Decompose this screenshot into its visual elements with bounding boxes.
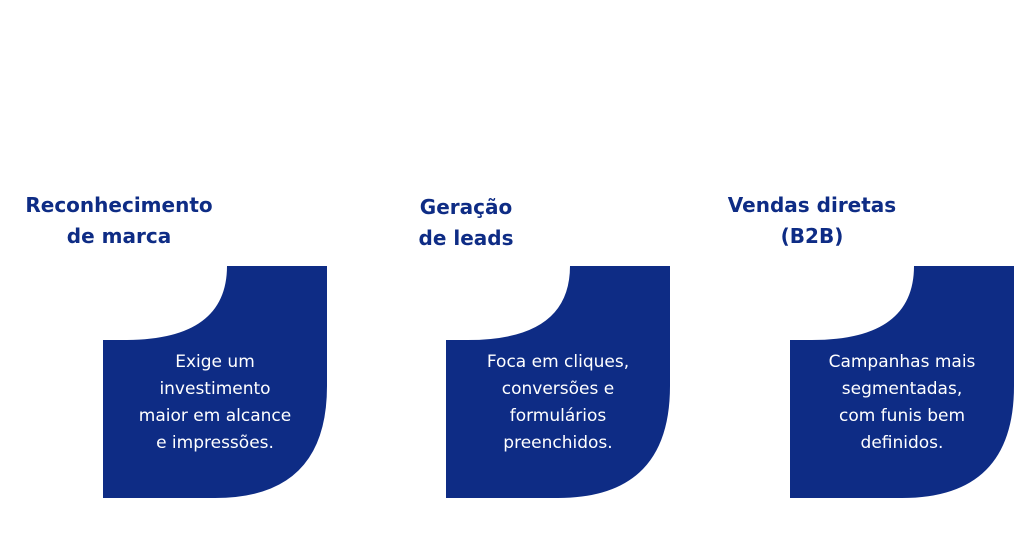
item-2-description-line-4: preenchidos. xyxy=(503,433,613,453)
item-2-description-line-3: formulários xyxy=(509,406,607,426)
item-3-title: Vendas diretas (B2B) xyxy=(696,190,928,252)
card-shape xyxy=(446,266,670,498)
item-1-description-line-2: investimento xyxy=(159,379,271,399)
card-shape xyxy=(103,266,327,498)
item-2-card: Foca em cliques, conversões e formulário… xyxy=(446,266,670,498)
item-3-description-line-1: Campanhas mais xyxy=(828,352,976,372)
item-1-title: Reconhecimento de marca xyxy=(0,190,238,252)
item-2-description: Foca em cliques, conversões e formulário… xyxy=(446,349,670,457)
item-3-description-line-2: segmentadas, xyxy=(841,379,963,399)
item-1-card: Exige um investimento maior em alcance e… xyxy=(103,266,327,498)
item-1-title-line-1: Reconhecimento xyxy=(25,193,213,217)
item-3-title-line-1: Vendas diretas xyxy=(727,193,897,217)
item-1-description-line-4: e impressões. xyxy=(156,433,274,453)
item-3-description-line-3: com funis bem xyxy=(838,406,966,426)
item-1-description-line-1: Exige um xyxy=(175,352,255,372)
item-2-description-line-2: conversões e xyxy=(501,379,615,399)
item-1-title-line-2: de marca xyxy=(66,224,172,248)
item-2-title-line-2: de leads xyxy=(418,226,514,250)
item-2-description-line-1: Foca em cliques, xyxy=(486,352,630,372)
item-3-title-line-2: (B2B) xyxy=(780,224,844,248)
item-2-title-line-1: Geração xyxy=(419,195,513,219)
item-3-description-line-4: definidos. xyxy=(860,433,944,453)
item-1-description: Exige um investimento maior em alcance e… xyxy=(103,349,327,457)
item-2-title: Geração de leads xyxy=(386,192,546,254)
item-1-description-line-3: maior em alcance xyxy=(138,406,292,426)
card-shape xyxy=(790,266,1014,498)
item-3-description: Campanhas mais segmentadas, com funis be… xyxy=(790,349,1014,457)
item-3-card: Campanhas mais segmentadas, com funis be… xyxy=(790,266,1014,498)
